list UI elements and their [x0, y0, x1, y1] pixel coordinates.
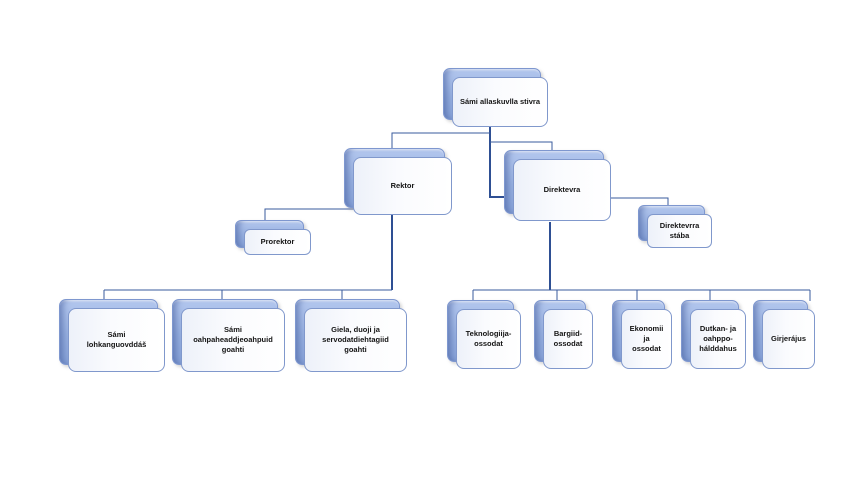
org-node-sami-lohkanguovddas[interactable]: Sámi lohkanguovddáš — [59, 299, 165, 372]
org-node-dutkan-oahppo-halddahus[interactable]: Dutkan- ja oahppo- hálddahus — [681, 300, 746, 369]
node-box: Dutkan- ja oahppo- hálddahus — [690, 309, 746, 369]
node-box: Sámi oahpaheaddjeoahpuid goahti — [181, 308, 285, 372]
node-box: Prorektor — [244, 229, 311, 255]
org-node-rektor[interactable]: Rektor — [344, 148, 452, 215]
node-box: Ekonomii ja ossodat — [621, 309, 672, 369]
node-label: Sámi lohkanguovddáš — [86, 330, 147, 349]
node-label: Giela, duoji ja servodatdiehtagiid goaht… — [322, 325, 389, 354]
node-label: Sámi oahpaheaddjeoahpuid goahti — [193, 325, 273, 354]
node-label: Girjerájus — [770, 334, 807, 344]
org-node-giela-duoji-goahti[interactable]: Giela, duoji ja servodatdiehtagiid goaht… — [295, 299, 407, 372]
node-label: Rektor — [390, 181, 415, 191]
node-label: Dutkan- ja oahppo- hálddahus — [699, 324, 737, 353]
org-node-teknologiija-ossodat[interactable]: Teknologiija- ossodat — [447, 300, 521, 369]
org-node-ekonomii-ossodat[interactable]: Ekonomii ja ossodat — [612, 300, 672, 369]
node-box: Giela, duoji ja servodatdiehtagiid goaht… — [304, 308, 407, 372]
node-box: Girjerájus — [762, 309, 815, 369]
node-label: Sámi allaskuvlla stivra — [459, 97, 541, 107]
org-node-oahpaheaddjeoahpuid-goahti[interactable]: Sámi oahpaheaddjeoahpuid goahti — [172, 299, 285, 372]
org-node-bargiid-ossodat[interactable]: Bargiid- ossodat — [534, 300, 593, 369]
node-label: Ekonomii ja ossodat — [629, 324, 664, 353]
node-box: Sámi allaskuvlla stivra — [452, 77, 548, 127]
node-box: Direktevrra stába — [647, 214, 712, 248]
node-label: Direktevrra stába — [659, 221, 700, 240]
node-box: Bargiid- ossodat — [543, 309, 593, 369]
node-label: Prorektor — [260, 237, 295, 247]
node-label: Direktevra — [543, 185, 581, 195]
org-node-prorektor[interactable]: Prorektor — [235, 220, 311, 255]
org-node-stivra[interactable]: Sámi allaskuvlla stivra — [443, 68, 548, 127]
org-node-girjerajus[interactable]: Girjerájus — [753, 300, 815, 369]
node-label: Teknologiija- ossodat — [465, 329, 512, 348]
org-node-direktevra[interactable]: Direktevra — [504, 150, 611, 221]
node-box: Teknologiija- ossodat — [456, 309, 521, 369]
org-node-direktevrra-staba[interactable]: Direktevrra stába — [638, 205, 712, 248]
node-box: Rektor — [353, 157, 452, 215]
node-label: Bargiid- ossodat — [553, 329, 583, 348]
node-box: Sámi lohkanguovddáš — [68, 308, 165, 372]
node-box: Direktevra — [513, 159, 611, 221]
